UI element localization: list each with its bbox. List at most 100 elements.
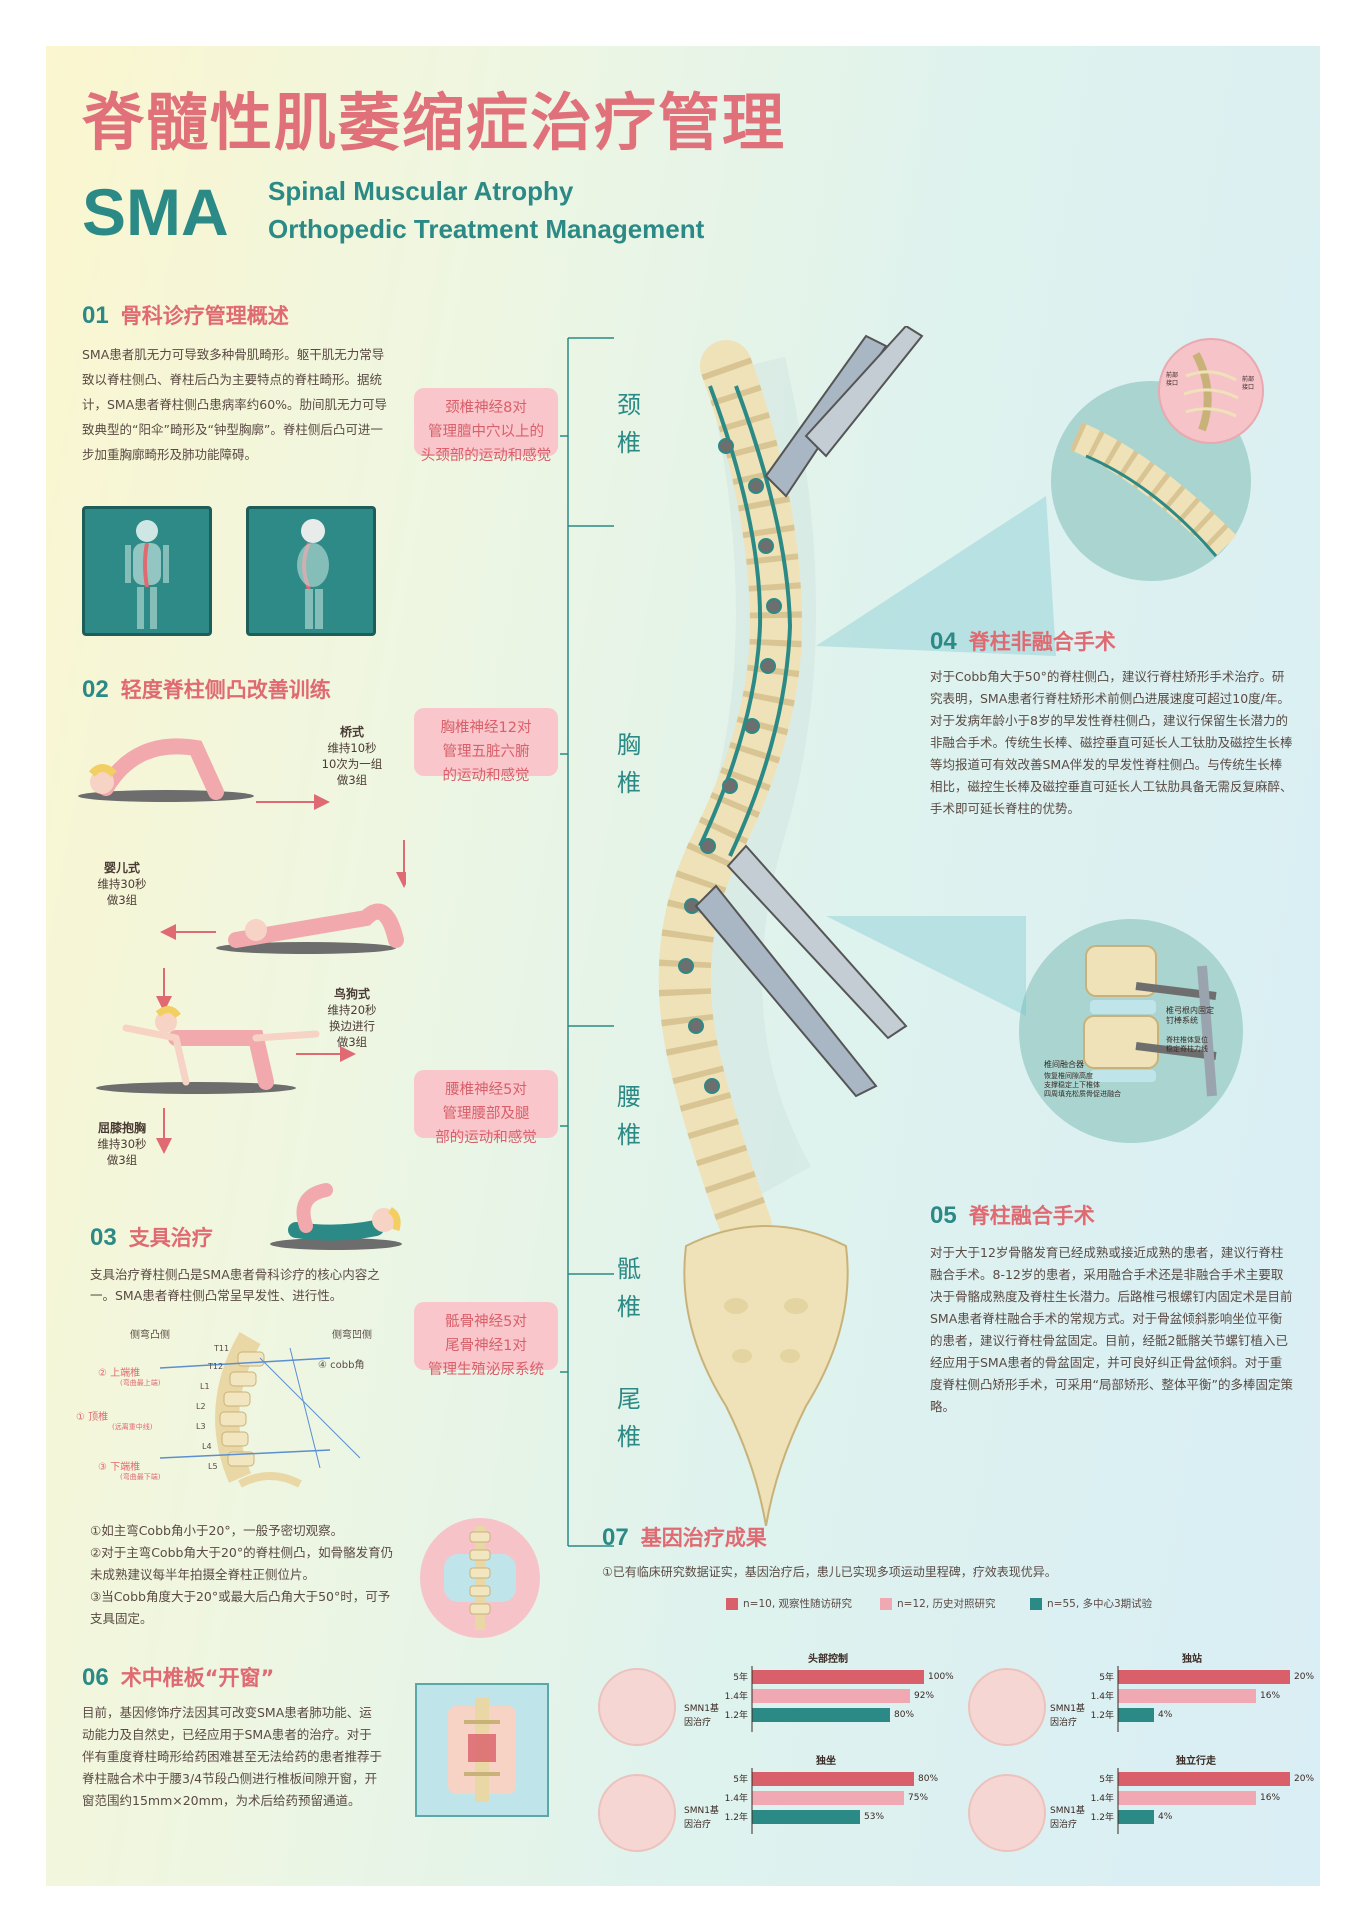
chart-row-label: 1.2年 [1090,1813,1114,1823]
lumbar-nerve-pill: 腰椎神经5对 管理腰部及腿 部的运动和感觉 [414,1070,558,1146]
vertebra-label-l5: L5 [208,1462,218,1471]
vertebra-label-t11: T11 [214,1344,230,1353]
cervical-nerve-pill: 颈椎神经8对 管理膻中穴以上的 头颈部的运动和感觉 [414,388,558,464]
chart-bar [1118,1708,1154,1722]
chart-title-standing: 独站 [1182,1654,1202,1665]
thoracic-label: 胸 椎 [617,731,641,797]
legend-swatch [880,1597,892,1610]
vertebra-label-l2: L2 [196,1402,206,1411]
front-interface-label-1: 前部 接口 [1166,372,1179,387]
pedicle-fixation-label: 椎弓根内固定 钉棒系统 [1166,1006,1214,1025]
section-03-text: 支具治疗脊柱侧凸是SMA患者骨科诊疗的核心内容之一。SMA患者脊柱侧凸常呈早发性… [90,1267,380,1303]
section-number: 07 [602,1524,629,1551]
section-title: 骨科诊疗管理概述 [120,304,289,328]
exercise-detail: 维持10秒 10次为一组 做3组 [321,741,383,787]
chart-group-label: SMN1基 因治疗 [684,1806,719,1830]
chart-bar [752,1689,910,1703]
section-01-text: SMA患者肌无力可导致多种骨肌畸形。躯干肌无力常导致以脊柱侧凸、脊柱后凸为主要特… [82,347,388,462]
legend-observational: n=10, 观察性随访研究 [726,1596,852,1611]
spine-region-bracket [560,337,614,1547]
exercise-knee-hug-label: 屈膝抱胸维持30秒 做3组 [82,1120,162,1168]
inset-pointer-top [816,496,1056,656]
vertebra-label-l3: L3 [196,1422,206,1431]
chart-value-label: 80% [918,1774,939,1784]
chart-row-label: 5年 [1099,1775,1114,1785]
toddler-avatar [968,1668,1046,1746]
apex-vertebra-label: ① 顶椎 [76,1412,109,1423]
interbody-cage-note: 恢复椎间隙高度 支撑稳定上下椎体 四周填充松质骨促进融合 [1044,1072,1121,1098]
chart-group-label: SMN1基 因治疗 [684,1704,719,1728]
section-title: 脊柱融合手术 [968,1204,1095,1228]
section-03-notes: ①如主弯Cobb角小于20°，一般予密切观察。 ②对于主弯Cobb角大于20°的… [90,1523,394,1626]
section-number: 04 [930,628,957,655]
boy-avatar [968,1774,1046,1852]
chart-value-label: 16% [1260,1793,1281,1803]
chart-title-walking: 独立行走 [1176,1756,1216,1767]
section-04-heading: 04 脊柱非融合手术 [930,626,1116,656]
chart-title-sitting: 独坐 [816,1756,836,1767]
legend-swatch [726,1597,738,1610]
exercise-detail: 维持30秒 做3组 [97,877,147,907]
concave-side-label: 侧弯凹侧 [332,1330,372,1341]
pedicle-fixation-note: 脊柱椎体复位 稳定脊柱力线 [1166,1036,1208,1053]
chart-axis [751,1666,753,1732]
chart-bar [1118,1689,1256,1703]
section-07-text: ①已有临床研究数据证实，基因治疗后，患儿已实现多项运动里程碑，疗效表现优异。 [602,1565,1057,1579]
chart-value-label: 16% [1260,1691,1281,1701]
legend-swatch [1030,1597,1042,1610]
chest-xray-inset [1158,338,1264,444]
section-title: 脊柱非融合手术 [968,630,1116,654]
thoracic-nerve-pill: 胸椎神经12对 管理五脏六腑 的运动和感觉 [414,708,558,784]
legend-label: n=12, 历史对照研究 [897,1598,996,1610]
chart-row-label: 1.4年 [724,1794,748,1804]
cobb-angle-diagram [159,1332,361,1488]
section-number: 02 [82,676,109,703]
section-number: 03 [90,1224,117,1251]
lower-end-vertebra-note: (弯曲最下端) [120,1473,161,1481]
chart-value-label: 80% [894,1710,915,1720]
chart-row-label: 1.4年 [724,1692,748,1702]
exercise-bridge-label: 桥式维持10秒 10次为一组 做3组 [312,724,392,788]
chart-row-label: 5年 [1099,1673,1114,1683]
section-05-text: 对于大于12岁骨骼发育已经成熟或接近成熟的患者，建议行脊柱融合手术。8-12岁的… [930,1245,1293,1414]
chart-axis [751,1768,753,1834]
front-interface-label-2: 前部 接口 [1242,376,1255,391]
coccyx-label: 尾 椎 [617,1385,641,1451]
section-06-text: 目前，基因修饰疗法因其可改变SMA患者肺功能、运动能力及自然史，已经应用于SMA… [82,1705,383,1808]
chart-axis [1117,1666,1119,1732]
chart-row-label: 1.4年 [1090,1692,1114,1702]
chart-bar [1118,1772,1290,1786]
poster: 脊髓性肌萎缩症治疗管理 SMA Spinal Muscular Atrophy … [46,46,1320,1886]
chart-row-label: 1.4年 [1090,1794,1114,1804]
fusion-closeup-inset [1019,919,1243,1143]
exercise-childs-pose-label: 婴儿式维持30秒 做3组 [82,860,162,908]
exercise-name: 桥式 [339,725,364,739]
chart-value-label: 53% [864,1812,885,1822]
exercise-detail: 维持30秒 做3组 [97,1137,147,1167]
section-number: 01 [82,302,109,329]
legend-label: n=55, 多中心3期试验 [1047,1598,1153,1610]
upper-end-vertebra-label: ② 上端椎 [98,1368,141,1379]
chart-bar [752,1772,914,1786]
exercise-name: 屈膝抱胸 [97,1121,146,1135]
lumbar-label: 腰 椎 [617,1083,641,1149]
chart-row-label: 1.2年 [724,1813,748,1823]
chart-value-label: 92% [914,1691,935,1701]
chart-group-label: SMN1基 因治疗 [1050,1806,1085,1830]
section-title: 术中椎板“开窗” [120,1666,275,1690]
cobb-angle-label: ④ cobb角 [318,1360,365,1371]
legend-phase3: n=55, 多中心3期试验 [1030,1596,1152,1611]
english-subtitle: Spinal Muscular Atrophy Orthopedic Treat… [268,172,704,248]
inset-pointer-bottom [826,916,1026,1016]
exercise-bird-dog-label: 鸟狗式维持20秒 换边进行 做3组 [312,986,392,1050]
chart-row-label: 5年 [733,1775,748,1785]
section-01-heading: 01 骨科诊疗管理概述 [82,300,289,330]
chart-row-label: 5年 [733,1673,748,1683]
chart-value-label: 4% [1158,1812,1173,1822]
chart-value-label: 4% [1158,1710,1173,1720]
subtitle-line-2: Orthopedic Treatment Management [268,214,705,244]
